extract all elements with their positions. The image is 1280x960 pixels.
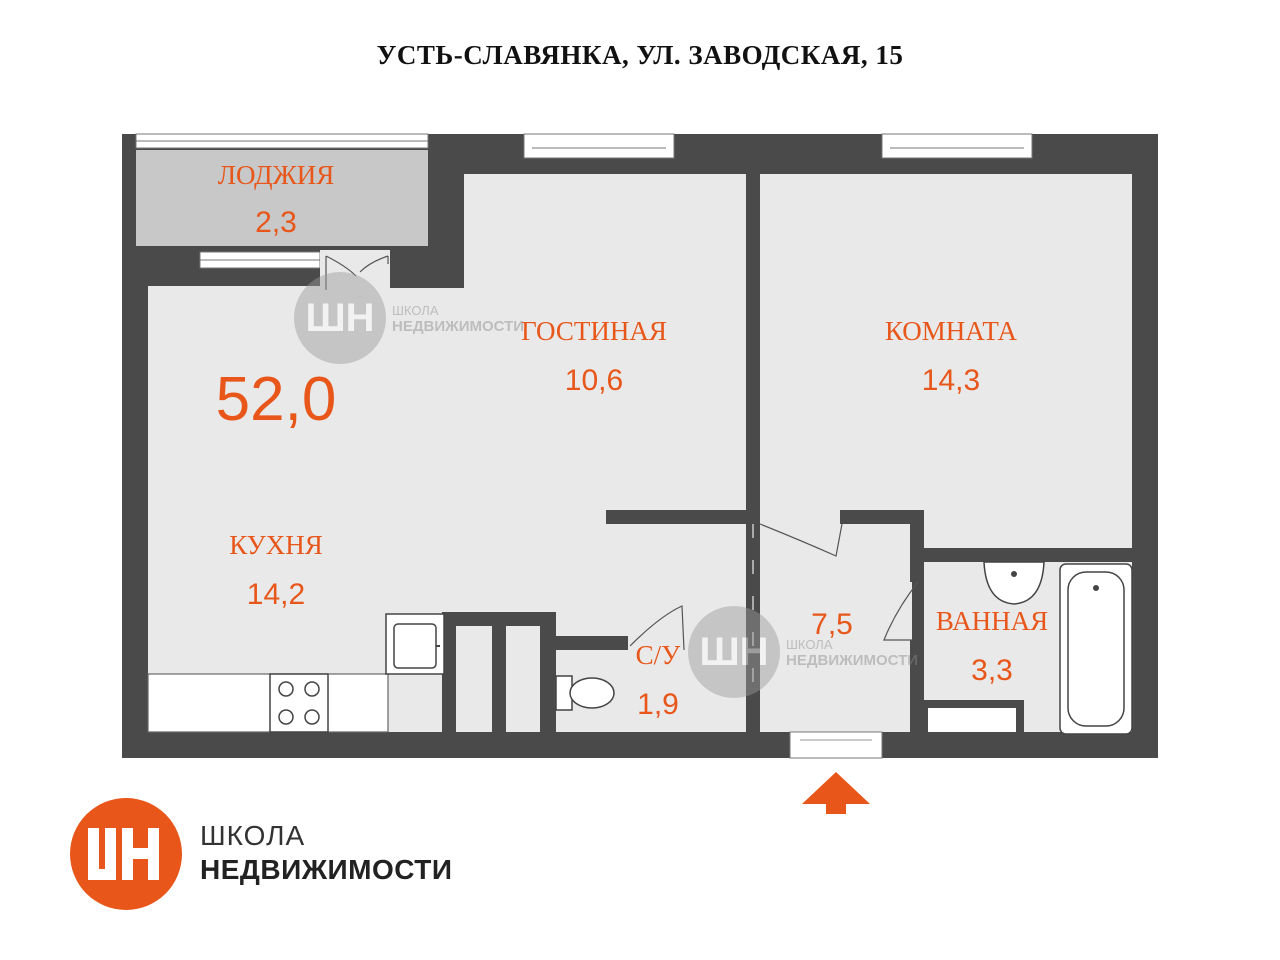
partition-living-room: [746, 174, 760, 512]
svg-text:ШН: ШН: [699, 630, 768, 674]
svg-text:ШКОЛА: ШКОЛА: [786, 637, 833, 652]
closet-wall-top: [442, 612, 554, 626]
logo-mark-icon: [88, 828, 159, 880]
hall-wall-top: [840, 510, 924, 524]
wc-label: С/У: [636, 640, 682, 670]
living-floor-top: [464, 174, 746, 288]
living-area: 10,6: [565, 364, 623, 397]
loggia-area: 2,3: [255, 206, 297, 239]
loggia-floor: [136, 150, 428, 246]
kitchen-label: КУХНЯ: [229, 530, 323, 560]
svg-text:ШКОЛА: ШКОЛА: [392, 303, 439, 318]
bath-wall-top: [924, 548, 1132, 562]
entrance-door: [789, 731, 883, 759]
room-floor: [760, 174, 1132, 550]
window-room: [881, 133, 1033, 159]
bath-label: ВАННАЯ: [936, 606, 1048, 636]
svg-text:НЕДВИЖИМОСТИ: НЕДВИЖИМОСТИ: [392, 318, 524, 335]
watermark-bottom: ШН ШКОЛА НЕДВИЖИМОСТИ: [688, 606, 918, 698]
loggia-label: ЛОДЖИЯ: [218, 160, 335, 190]
room-area: 14,3: [922, 364, 980, 397]
plan-title: УСТЬ-СЛАВЯНКА, УЛ. ЗАВОДСКАЯ, 15: [376, 40, 904, 70]
room-label: КОМНАТА: [885, 316, 1018, 346]
toilet-icon: [555, 675, 615, 711]
hall-area: 7,5: [811, 608, 853, 641]
wall-corner: [122, 134, 136, 150]
room-door: [759, 523, 843, 557]
kitchen-area: 14,2: [247, 578, 305, 611]
hall-floor: [760, 524, 912, 732]
closet-divider: [492, 626, 506, 732]
wc-door: [629, 605, 685, 651]
kitchen-stub-wall: [606, 510, 746, 524]
logo-text-line2: НЕДВИЖИМОСТИ: [200, 854, 453, 885]
closet-wall-left: [442, 612, 456, 732]
stove-icon: [269, 673, 329, 733]
entrance-arrow-icon: [802, 772, 870, 814]
bath-door: [883, 581, 919, 641]
company-logo: ШКОЛА НЕДВИЖИМОСТИ: [70, 798, 453, 912]
logo-text-line1: ШКОЛА: [200, 820, 306, 851]
loggia-wall-right: [390, 246, 464, 288]
bathtub-icon: [1059, 563, 1133, 735]
wc-wall-top: [556, 636, 628, 650]
loggia-wall-left: [122, 246, 200, 286]
hall-wall-right-bottom: [910, 640, 924, 732]
loggia-door-opening: [320, 250, 390, 288]
logo-circle: [70, 798, 182, 910]
watermark-top: ШН ШКОЛА НЕДВИЖИМОСТИ: [294, 272, 524, 364]
svg-text:НЕДВИЖИМОСТИ: НЕДВИЖИМОСТИ: [786, 652, 918, 669]
loggia-door: [325, 255, 357, 290]
kitchen-sink-icon: [385, 613, 445, 675]
total-area: 52,0: [216, 365, 337, 434]
hall-wall-right-top: [910, 510, 924, 582]
window-living: [523, 133, 675, 159]
living-label: ГОСТИНАЯ: [521, 316, 667, 346]
kitchen-counter: [147, 673, 389, 733]
wc-area: 1,9: [637, 688, 679, 721]
svg-text:ШН: ШН: [305, 296, 374, 340]
wc-wall-left: [540, 612, 556, 732]
washbasin-icon: [983, 561, 1045, 605]
bath-area: 3,3: [971, 654, 1013, 687]
